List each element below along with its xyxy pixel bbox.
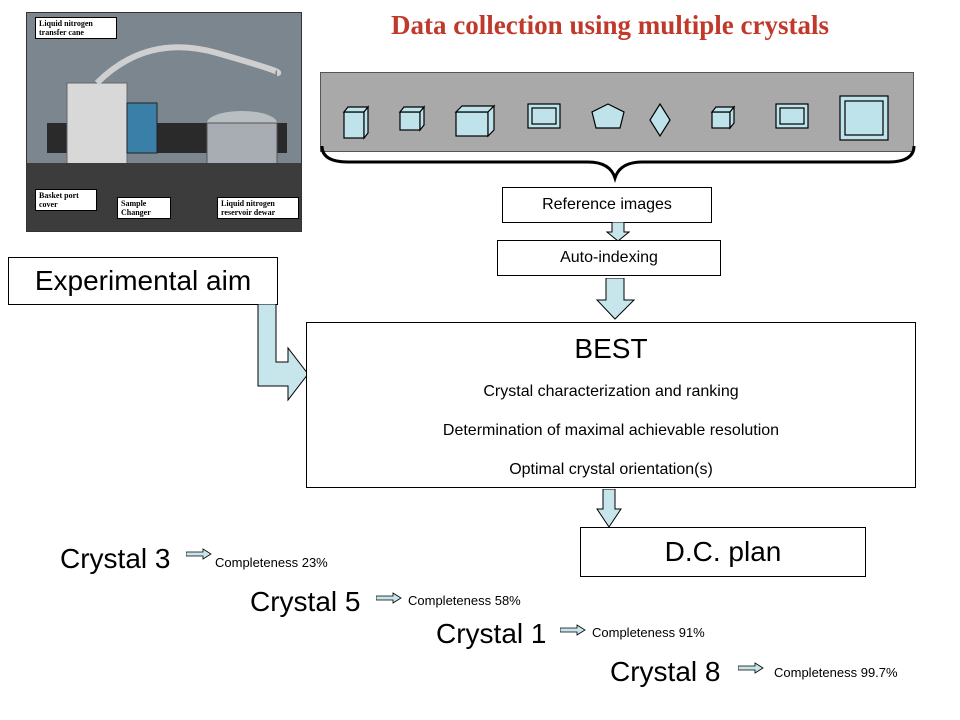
crystal-8-arrow	[738, 662, 764, 674]
reference-images-box: Reference images	[502, 187, 712, 223]
sample-changer-label: Sample Changer	[117, 197, 171, 219]
crystal-shape-7	[710, 105, 736, 130]
arrow-aim-to-best	[257, 304, 309, 402]
auto-indexing-box: Auto-indexing	[497, 240, 721, 276]
crystal-3-arrow	[186, 548, 212, 560]
crystal-1-label: Crystal 1	[436, 618, 547, 649]
crystal-shape-2	[398, 105, 426, 132]
crystal-shape-5	[591, 103, 625, 129]
crystal-shape-9	[839, 95, 889, 141]
transfer-cane-label: Liquid nitrogen transfer cane	[35, 17, 117, 39]
crystal-shapes	[320, 95, 916, 184]
crystal-shape-6	[649, 102, 671, 138]
crystal-3-label: Crystal 3	[60, 543, 171, 574]
best-box: BEST Crystal characterization and rankin…	[306, 322, 916, 488]
best-line-3: Optimal crystal orientation(s)	[509, 461, 713, 478]
crystal-5-arrow	[376, 592, 402, 604]
crystal-shape-4	[527, 103, 561, 129]
reservoir-label: Liquid nitrogen reservoir dewar	[217, 197, 299, 219]
best-line-1: Crystal characterization and ranking	[483, 383, 739, 400]
crystal-shape-8	[775, 103, 809, 129]
arrow-to-dc-plan	[596, 489, 622, 528]
curly-brace	[320, 145, 916, 184]
crystal-shape-3	[454, 104, 496, 138]
best-title: BEST	[574, 333, 648, 364]
crystal-1-completeness: Completeness 91%	[592, 625, 705, 640]
equipment-illustration	[27, 13, 301, 231]
crystal-shape-1	[342, 105, 370, 140]
basket-port-label: Basket port cover	[35, 189, 97, 211]
equipment-photo: Liquid nitrogen transfer cane Basket por…	[26, 12, 302, 232]
crystal-5-completeness: Completeness 58%	[408, 593, 521, 608]
dc-plan-box: D.C. plan	[580, 527, 866, 577]
arrow-to-autoindexing	[606, 222, 630, 242]
crystal-3-completeness: Completeness 23%	[215, 555, 328, 570]
crystal-1-arrow	[560, 624, 586, 636]
crystal-5-label: Crystal 5	[250, 586, 361, 617]
best-line-2: Determination of maximal achievable reso…	[442, 422, 780, 439]
experimental-aim-box: Experimental aim	[8, 257, 278, 305]
page-title: Data collection using multiple crystals	[391, 10, 829, 40]
crystal-8-completeness: Completeness 99.7%	[774, 665, 898, 680]
crystal-8-label: Crystal 8	[610, 656, 721, 687]
arrow-to-best	[596, 278, 636, 320]
